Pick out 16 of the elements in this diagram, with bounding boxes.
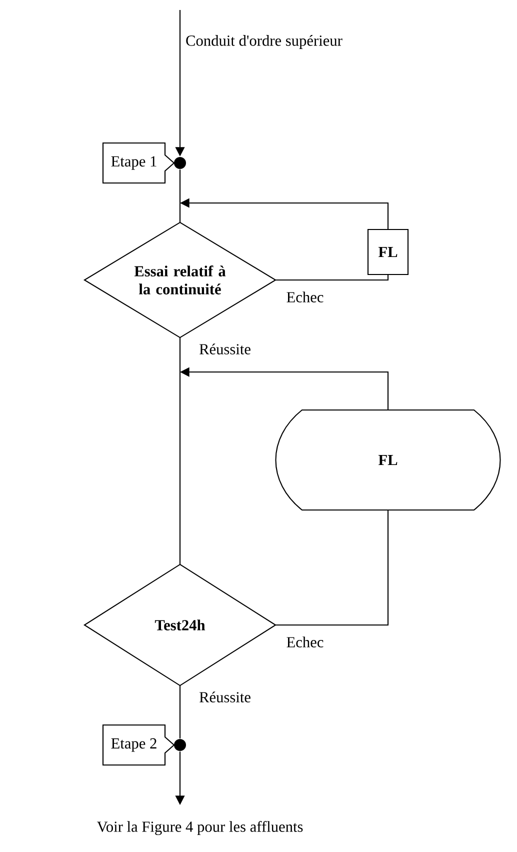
process-box: FL — [367, 228, 409, 276]
connector-line — [276, 275, 389, 281]
edge-label: Réussite — [198, 690, 252, 704]
connector-line — [179, 338, 181, 564]
edge-label: Réussite — [198, 342, 252, 356]
callout-box: Etape 1 — [102, 142, 175, 184]
note-text: Voir la Figure 4 pour les affluents — [96, 820, 303, 836]
edge-label: Echec — [284, 290, 326, 304]
connector-line — [179, 686, 181, 738]
connector-line — [276, 510, 389, 626]
connector-line — [179, 170, 181, 222]
note-text: Conduit d'ordre supérieur — [186, 35, 342, 49]
junction-dot — [174, 157, 186, 169]
edge-label: Echec — [284, 635, 326, 649]
junction-dot — [174, 739, 186, 751]
callout-box: Etape 2 — [102, 724, 175, 766]
